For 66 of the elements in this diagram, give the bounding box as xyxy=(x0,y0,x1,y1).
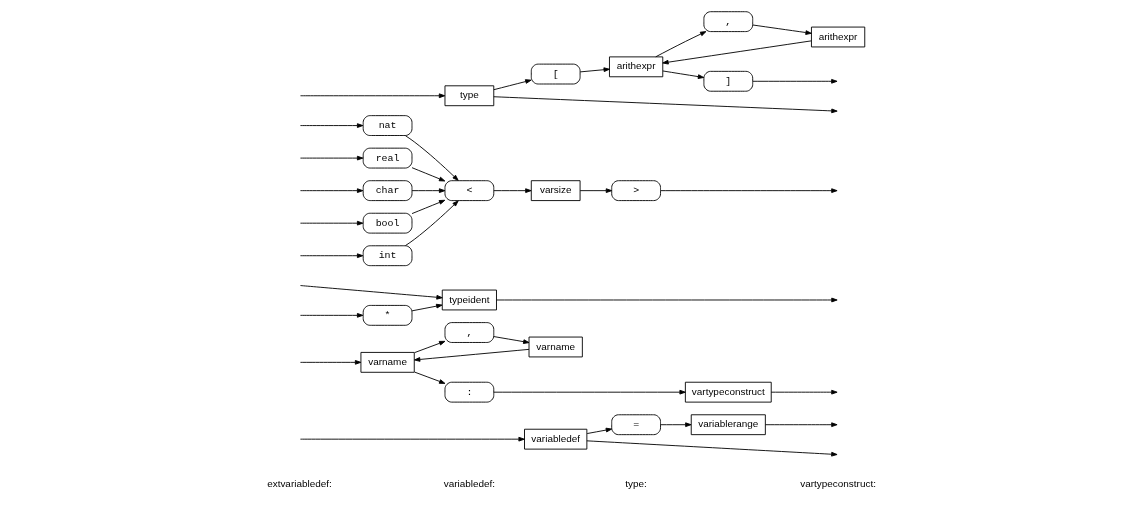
arrow xyxy=(770,389,838,395)
node-box: < xyxy=(444,180,494,202)
node-box: arithexpr xyxy=(608,56,663,78)
arrow xyxy=(751,78,837,84)
arrow xyxy=(299,93,445,99)
node-box: varname xyxy=(360,351,415,373)
arrow xyxy=(413,340,445,354)
arrow xyxy=(299,360,361,365)
node-box: vartypeconstruct xyxy=(684,381,772,403)
node-box: nat xyxy=(362,115,412,136)
node-box: varsize xyxy=(530,180,581,202)
arrow xyxy=(411,199,445,215)
arrow xyxy=(299,220,363,226)
node-box: varname xyxy=(528,336,583,358)
arrow xyxy=(579,188,612,193)
arrow xyxy=(661,70,704,79)
node-box: real xyxy=(362,147,412,169)
arrow xyxy=(411,188,445,193)
label: variabledef: xyxy=(443,477,495,489)
arrow xyxy=(299,313,363,318)
arrow xyxy=(299,155,363,161)
node-box: = xyxy=(610,414,661,436)
arrow xyxy=(492,389,686,395)
node-box: arithexpr xyxy=(810,26,865,48)
arrow xyxy=(413,348,529,362)
arrow xyxy=(299,188,363,193)
arrow xyxy=(751,24,812,35)
arrow xyxy=(492,96,838,114)
node-box: , xyxy=(444,322,494,343)
arrow xyxy=(764,422,838,428)
arrow xyxy=(299,436,525,442)
label: extvariabledef: xyxy=(266,477,332,489)
arrow xyxy=(492,79,532,91)
node-box: , xyxy=(702,11,753,33)
arrow xyxy=(654,31,706,58)
label: type: xyxy=(624,477,647,489)
arrow xyxy=(586,427,612,434)
node-box: type xyxy=(444,85,494,107)
node-box: typeident xyxy=(441,289,497,311)
node-box: variablerange xyxy=(690,414,766,436)
arrow xyxy=(299,285,443,300)
label: vartypeconstruct: xyxy=(799,477,876,489)
node-box: int xyxy=(362,245,412,267)
node-box: > xyxy=(610,180,661,202)
arrow xyxy=(579,67,610,73)
arrow xyxy=(661,40,812,65)
arrow xyxy=(659,422,691,428)
arrow xyxy=(404,200,459,247)
arrow xyxy=(659,188,838,193)
arrow xyxy=(413,371,445,384)
arrow xyxy=(585,440,838,457)
node-box: * xyxy=(362,304,412,326)
node-box: variabledef xyxy=(523,428,587,450)
arrow xyxy=(411,303,442,312)
node-box: char xyxy=(362,180,412,202)
node-box: bool xyxy=(362,212,412,234)
arrow xyxy=(492,336,529,344)
arrow xyxy=(299,123,363,128)
arrow xyxy=(495,297,838,303)
arrow xyxy=(492,188,532,193)
node-box: : xyxy=(444,381,494,403)
arrow xyxy=(404,135,459,181)
arrow xyxy=(411,167,445,182)
node-box: [ xyxy=(530,63,581,85)
arrow xyxy=(299,253,363,259)
node-box: ] xyxy=(702,70,753,92)
